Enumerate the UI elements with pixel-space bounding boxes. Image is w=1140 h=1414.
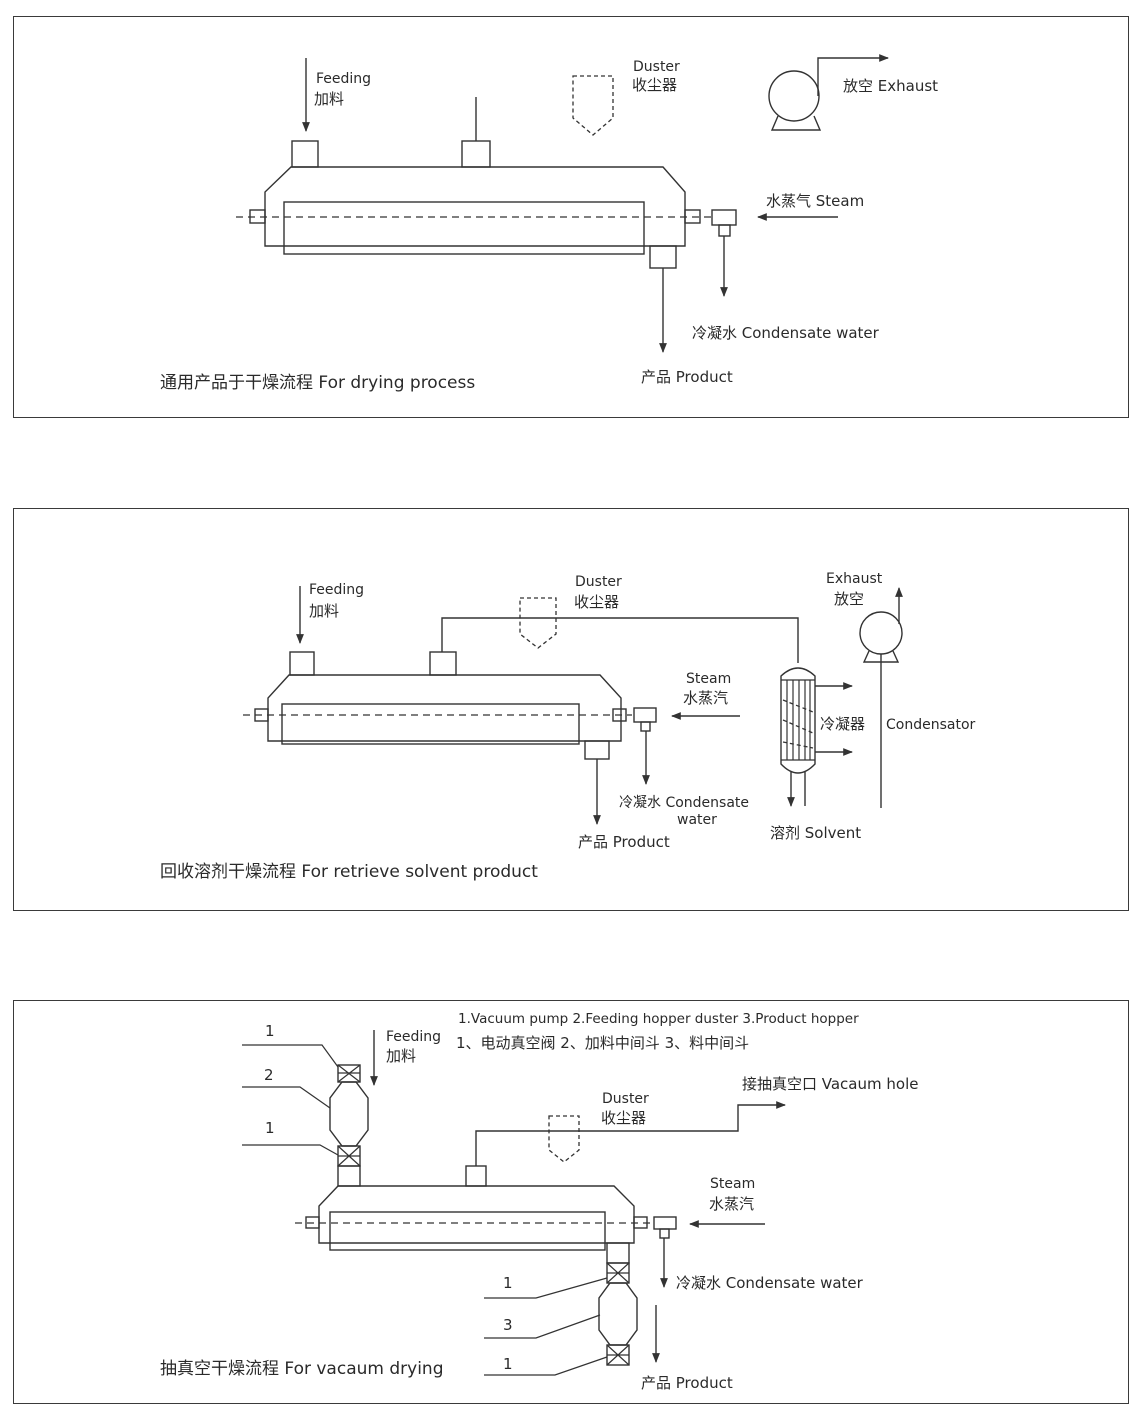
exhaust-label: 放空 Exhaust [843,77,938,95]
feeding-label-cn: 加料 [386,1047,416,1065]
legend-cn: 1、电动真空阀 2、加料中间斗 3、料中间斗 [456,1034,749,1052]
callout-number: 1 [503,1355,513,1373]
product-label: 产品 Product [578,833,670,851]
duster-label-en: Duster [633,59,680,75]
panel-title: 抽真空干燥流程 For vacaum drying [160,1359,443,1379]
product-label: 产品 Product [641,368,733,386]
steam-label-cn: 水蒸汽 [709,1195,754,1213]
condensate-label-water: water [677,812,717,828]
feeding-hopper-assembly [329,1064,369,1187]
exhaust-fan-icon [768,54,889,131]
product-hopper-assembly [598,1242,638,1366]
exhaust-fan-icon [859,587,903,808]
callout-number: 3 [503,1316,513,1334]
leader-line-1a [242,1044,339,1068]
condensate-label: 冷凝水 Condensate water [692,324,880,342]
duster-pipe [441,617,799,663]
duster-label-cn: 收尘器 [601,1109,646,1127]
steam-label: 水蒸气 Steam [766,192,864,210]
feeding-label-en: Feeding [386,1029,441,1045]
leader-line-3 [484,1314,601,1339]
duster-label-cn: 收尘器 [632,76,677,94]
callout-number: 2 [264,1066,274,1084]
leader-line-1b [242,1144,339,1156]
steam-trap-icon [653,1216,677,1239]
duster-label-en: Duster [575,574,622,590]
duster-label-cn: 收尘器 [574,593,619,611]
feeding-label-cn: 加料 [309,602,339,620]
panel-retrieve-solvent [13,508,1129,911]
steam-label-en: Steam [686,671,731,687]
dryer-3 [295,1165,650,1251]
dryer-1 [236,97,712,269]
vacuum-pipe [475,1101,786,1166]
feeding-label-cn: 加料 [314,90,344,108]
condensate-label: 冷凝水 Condensate [619,795,749,811]
condensator-label-en: Condensator [886,717,976,733]
feeding-label-en: Feeding [316,71,371,87]
callout-number: 1 [265,1119,275,1137]
condensator-label-cn: 冷凝器 [820,715,865,733]
product-label: 产品 Product [641,1374,733,1392]
dryer-2 [243,651,632,760]
vacuum-hole-label: 接抽真空口 Vacaum hole [742,1075,918,1093]
duster-icon [572,75,614,136]
condensator-icon [780,667,853,807]
exhaust-label-cn: 放空 [834,590,864,608]
duster-icon [519,597,557,649]
panel-drying-process [13,16,1129,418]
steam-label-en: Steam [710,1176,755,1192]
exhaust-label-en: Exhaust [826,571,883,587]
callout-number: 1 [265,1022,275,1040]
legend-en: 1.Vacuum pump 2.Feeding hopper duster 3.… [458,1011,859,1027]
steam-trap-icon [633,707,657,732]
condensate-label: 冷凝水 Condensate water [676,1274,864,1292]
panel-title: 通用产品于干燥流程 For drying process [160,373,475,393]
solvent-label: 溶剂 Solvent [770,824,861,842]
leader-line-2 [242,1086,331,1109]
duster-icon [548,1115,580,1163]
leader-line-1c [484,1277,608,1299]
callout-number: 1 [503,1274,513,1292]
duster-label-en: Duster [602,1091,649,1107]
feeding-label-en: Feeding [309,582,364,598]
leader-line-1d [484,1356,608,1376]
steam-label-cn: 水蒸汽 [683,689,728,707]
panel-title: 回收溶剂干燥流程 For retrieve solvent product [160,862,538,882]
steam-trap-icon [711,209,737,237]
panel-vacuum-drying [13,1000,1129,1404]
